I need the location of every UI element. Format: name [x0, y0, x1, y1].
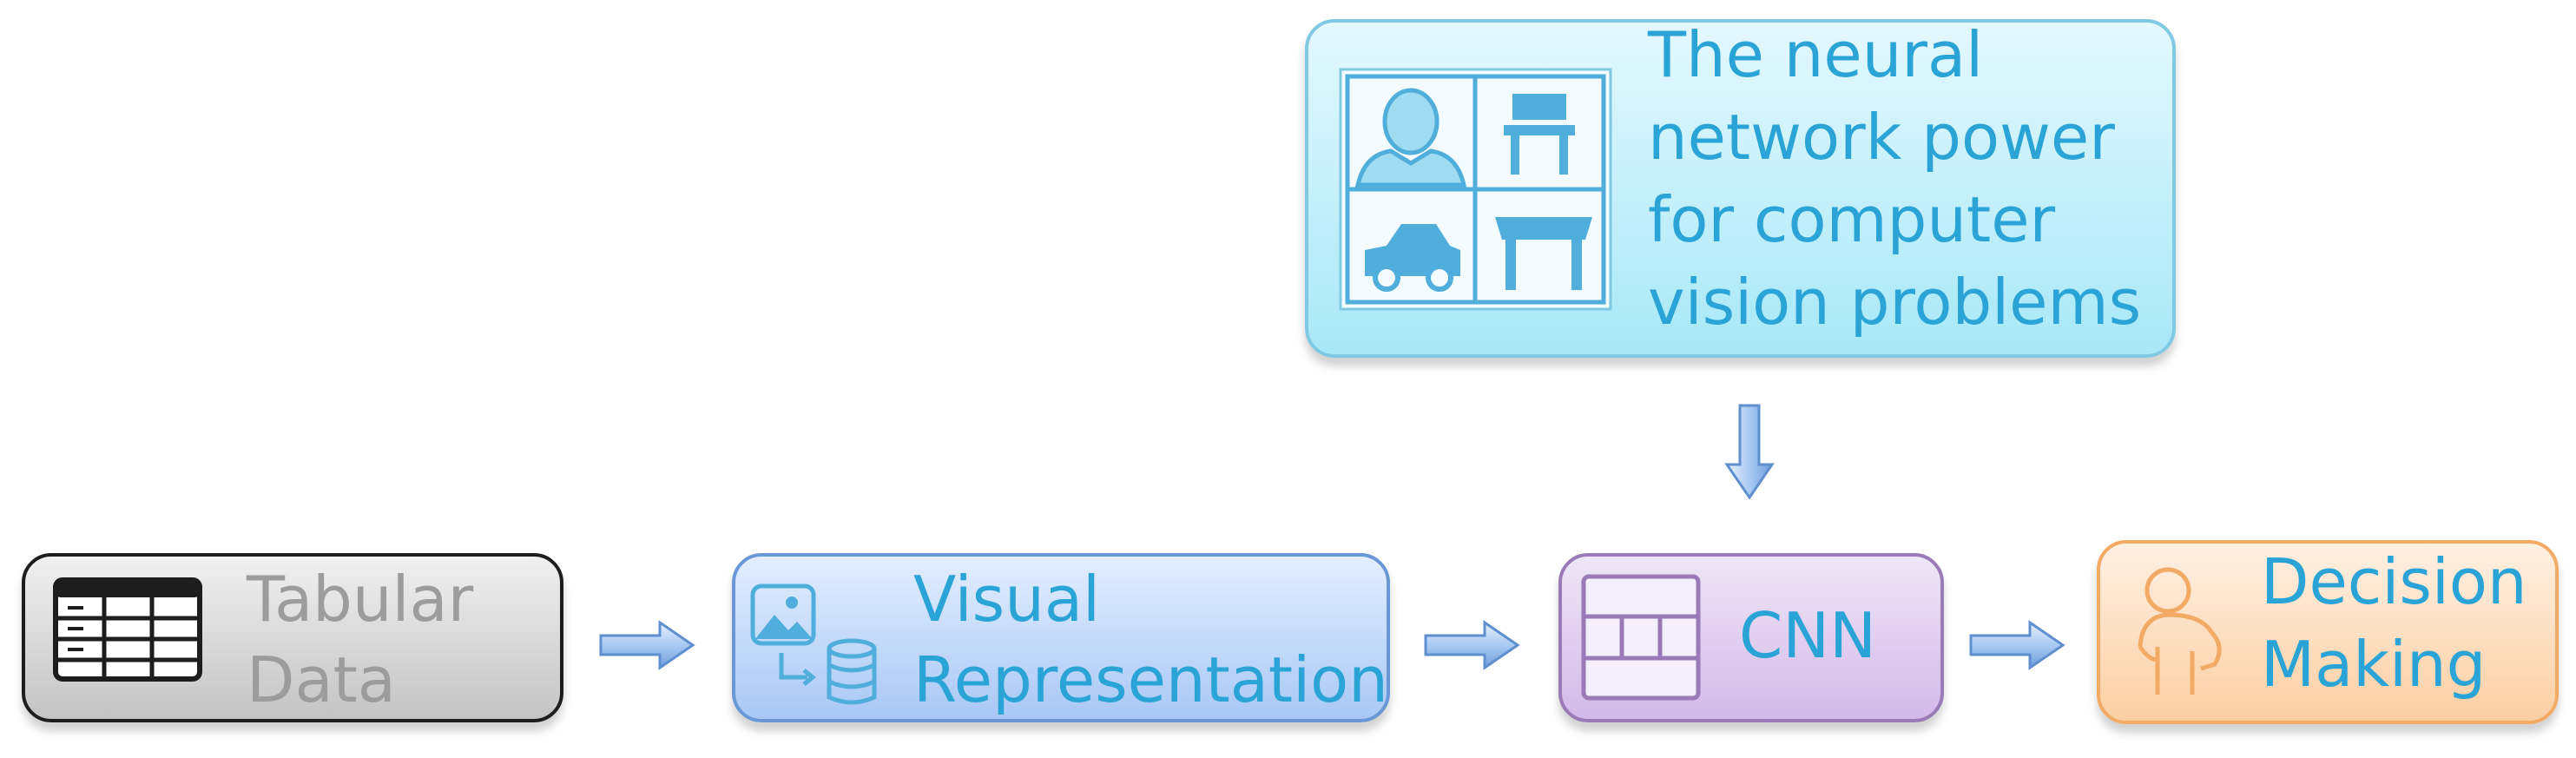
visual-line-2: Representation [913, 643, 1388, 716]
chair-icon [1504, 94, 1575, 175]
decision-line-1: Decision [2261, 545, 2527, 618]
cv-objects-icon-grid [1339, 68, 1612, 311]
layers-grid-icon [1581, 574, 1701, 701]
car-icon [1365, 224, 1460, 292]
image-icon [750, 583, 816, 646]
cnn-label: CNN [1739, 599, 1876, 672]
visual-line-1: Visual [913, 563, 1100, 636]
visual-representation-box [732, 553, 1390, 722]
person-icon [1354, 88, 1467, 188]
person-thinking-icon [2138, 567, 2222, 695]
cv-box-line-1: The neural [1648, 18, 1984, 91]
convert-arrow-icon [779, 653, 817, 686]
database-icon [827, 638, 877, 705]
decision-line-2: Making [2261, 628, 2487, 701]
table-icon [1495, 217, 1592, 290]
cv-box-line-3: for computer [1648, 183, 2056, 256]
right-arrow-2 [1424, 620, 1520, 670]
tabular-line-1: Tabular [247, 563, 474, 636]
down-arrow [1724, 404, 1775, 500]
cv-box-line-4: vision problems [1648, 266, 2142, 339]
table-grid-icon [53, 577, 202, 682]
right-arrow-1 [599, 620, 695, 670]
cv-box-line-2: network power [1648, 101, 2115, 174]
tabular-line-2: Data [247, 643, 396, 716]
right-arrow-3 [1969, 620, 2065, 670]
